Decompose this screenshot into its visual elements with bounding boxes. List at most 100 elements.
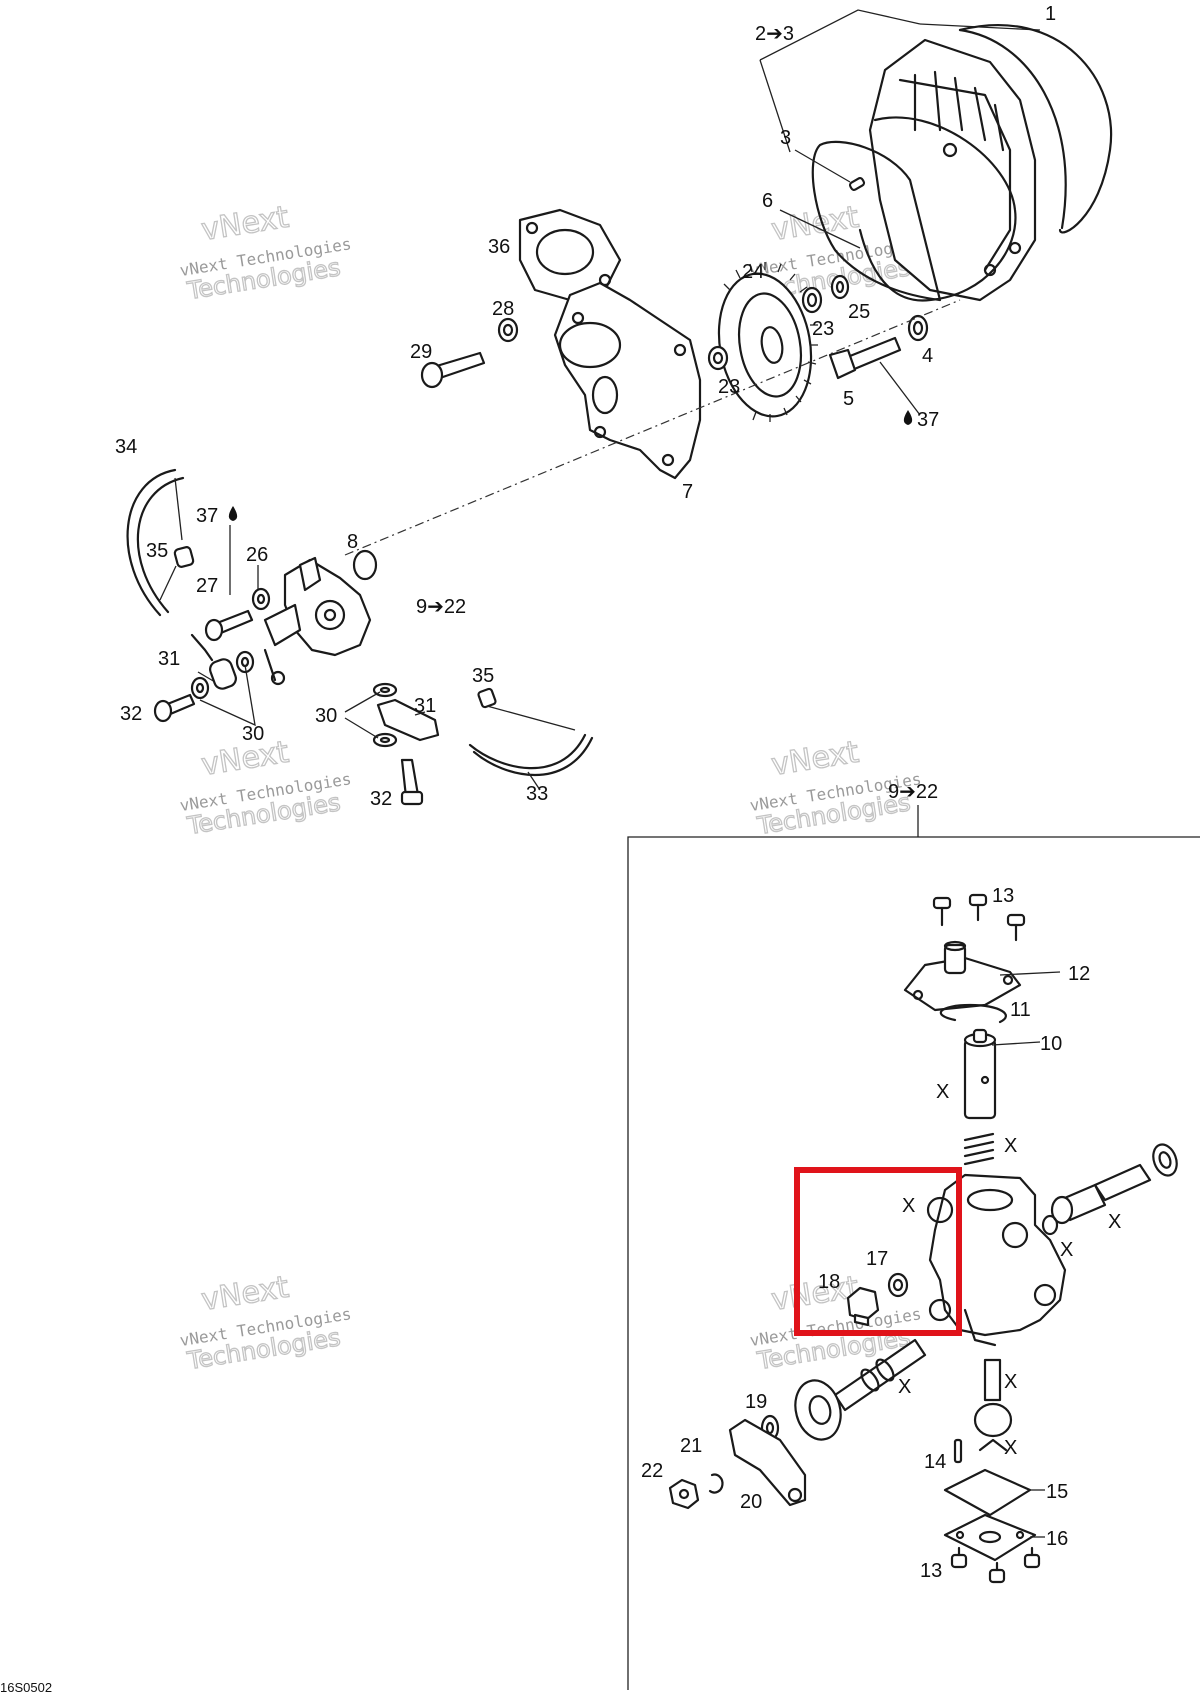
callout-35: 35 xyxy=(146,540,168,562)
leader-line xyxy=(344,691,381,739)
bolt xyxy=(828,336,902,380)
callout-27: 27 xyxy=(196,575,218,597)
leader-line xyxy=(414,711,426,716)
hose-clamp xyxy=(477,687,497,709)
screw xyxy=(420,351,486,389)
watermark: vNext vNext Technologies Technologies xyxy=(748,734,922,841)
callout-15: 15 xyxy=(1046,1481,1068,1503)
callout-23: 23 xyxy=(812,318,834,340)
dowel-pin xyxy=(848,177,866,191)
fitting-pipe xyxy=(190,633,214,662)
callout-14: 14 xyxy=(924,1451,946,1473)
callout-x-lube: X xyxy=(902,1195,915,1217)
callout-20: 20 xyxy=(740,1491,762,1513)
oil-seal-hole xyxy=(1158,1151,1172,1169)
oil-drop-icon xyxy=(228,506,238,521)
washer-hole xyxy=(892,1278,904,1292)
leader-line xyxy=(999,971,1061,976)
o-ring-large-inner xyxy=(958,28,1067,230)
bottom-cover xyxy=(943,1513,1037,1562)
cam-disc-hub xyxy=(808,1395,832,1425)
oil-drop-icon xyxy=(903,410,913,425)
callout-37-with-drop: 37 xyxy=(903,409,939,431)
drive-gear xyxy=(717,262,818,422)
washer-hole xyxy=(806,292,818,308)
callout-24: 24 xyxy=(742,261,764,283)
leader-line xyxy=(197,671,216,683)
washer-hole xyxy=(712,351,724,365)
callout-28: 28 xyxy=(492,298,514,320)
washer xyxy=(190,676,210,700)
callout-18: 18 xyxy=(818,1271,840,1293)
screw xyxy=(968,893,988,922)
pump-lever xyxy=(728,1418,807,1507)
screw xyxy=(932,896,952,927)
oil-pump-assembly xyxy=(263,556,372,686)
callout-36: 36 xyxy=(488,236,510,258)
callout-19: 19 xyxy=(745,1391,767,1413)
washer-hole xyxy=(765,1421,775,1435)
washer xyxy=(830,274,850,300)
callout-30: 30 xyxy=(242,723,264,745)
oil-seal xyxy=(1152,1143,1178,1177)
leader-line xyxy=(486,705,576,731)
washer-hole xyxy=(835,280,845,294)
sealing-washer xyxy=(887,1272,909,1298)
oil-hose-inner xyxy=(136,476,185,614)
watermark-line1: vNext xyxy=(769,200,861,248)
o-ring-small xyxy=(939,1003,1007,1024)
watermark: vNext vNext Technologies Technologies xyxy=(178,199,352,306)
washer xyxy=(907,314,929,342)
flange-gasket xyxy=(518,208,622,302)
callout-bracket xyxy=(759,9,921,61)
callout-10: 10 xyxy=(1040,1033,1062,1055)
watermark: vNext vNext Technologies Technologies xyxy=(178,1269,352,1376)
washer xyxy=(251,587,271,611)
leader-line xyxy=(174,477,183,541)
washer-hole xyxy=(379,736,391,744)
leader-line xyxy=(527,771,541,791)
callout-9-22: 9➔22 xyxy=(416,596,466,618)
callout-31: 31 xyxy=(414,695,436,717)
washer-hole xyxy=(195,682,205,694)
callout-30: 30 xyxy=(315,705,337,727)
banjo-bolt xyxy=(153,693,196,723)
callout-x-lube: X xyxy=(936,1081,949,1103)
cam-disc xyxy=(794,1379,842,1441)
callout-31: 31 xyxy=(158,648,180,670)
washer-hole xyxy=(256,593,266,605)
callout-3: 3 xyxy=(780,127,791,149)
oil-hose xyxy=(126,468,177,617)
callout-x-lube: X xyxy=(898,1376,911,1398)
cover-gasket xyxy=(943,1468,1032,1517)
leader-line xyxy=(159,565,177,601)
callout-35: 35 xyxy=(472,665,494,687)
watermark-line1: vNext xyxy=(769,735,861,783)
leader-line xyxy=(779,209,861,249)
watermark-line1: vNext xyxy=(769,1270,861,1318)
callout-12: 12 xyxy=(1068,963,1090,985)
washer xyxy=(235,650,255,674)
banjo-fitting xyxy=(209,658,237,690)
callout-4: 4 xyxy=(922,345,933,367)
washer xyxy=(707,345,729,371)
pump-cover xyxy=(868,38,1037,302)
pin xyxy=(953,1438,963,1464)
detail-frame xyxy=(627,836,1200,1690)
callout-37: 37 xyxy=(917,409,939,431)
pump-shaft xyxy=(833,1338,927,1412)
washer-hole xyxy=(379,686,391,694)
callout-labels: 1 2➔3 3 6 36 24 23 25 28 29 23 4 5 37 34… xyxy=(115,3,1121,1582)
o-ring-large xyxy=(958,24,1113,234)
callout-11: 11 xyxy=(1010,999,1031,1021)
o-ring-small xyxy=(352,549,378,581)
callout-8: 8 xyxy=(347,531,358,553)
washer-hole xyxy=(912,320,924,336)
plunger xyxy=(963,1028,997,1120)
o-ring-seal xyxy=(811,140,942,302)
callout-37: 37 xyxy=(196,505,218,527)
assembly-axis xyxy=(344,299,961,556)
callout-7: 7 xyxy=(682,481,693,503)
leader-line xyxy=(879,361,921,416)
leader-line xyxy=(991,1041,1041,1046)
